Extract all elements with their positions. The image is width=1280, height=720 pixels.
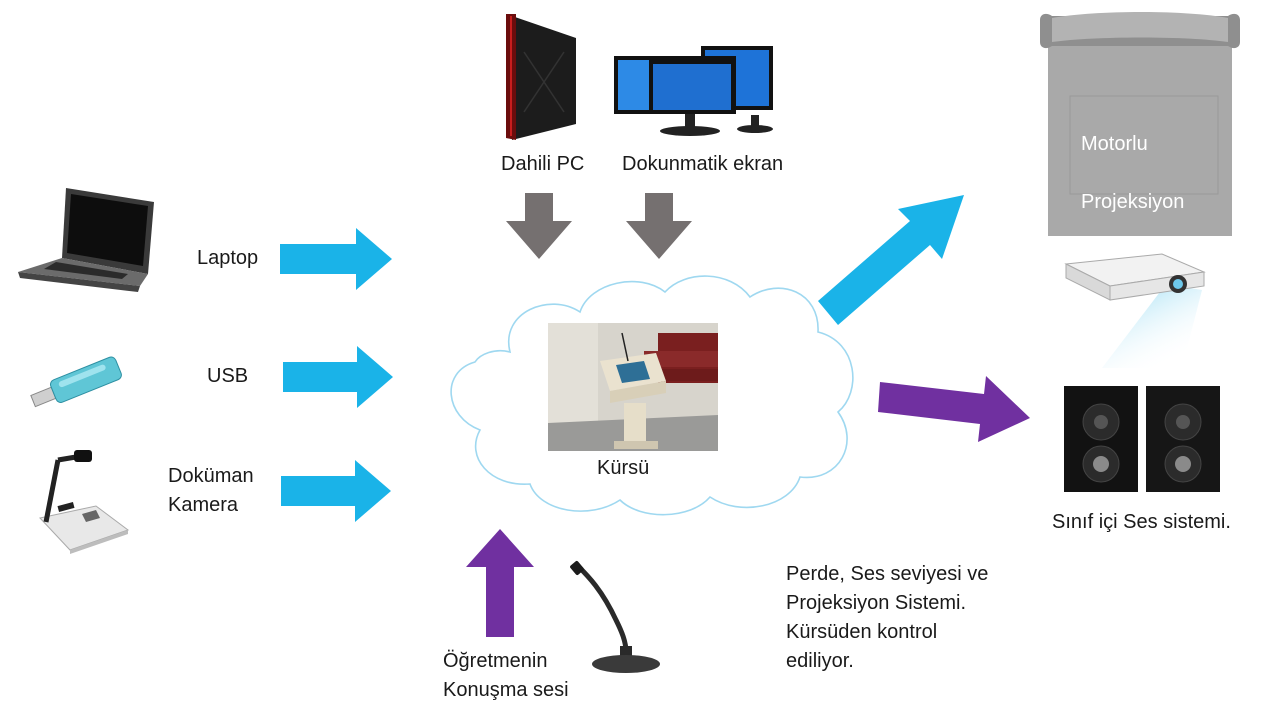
control-note: Perde, Ses seviyesi ve Projeksiyon Siste… xyxy=(786,560,988,676)
control-note-line4: ediliyor. xyxy=(786,650,854,672)
projection-screen-label-line1: Motorlu xyxy=(1081,133,1148,155)
laptop-icon xyxy=(18,188,154,292)
lectern-photo xyxy=(548,323,718,451)
desktop-pc-icon xyxy=(506,14,576,140)
microphone-icon xyxy=(570,561,660,673)
document-camera-label-line1: Doküman xyxy=(168,465,254,487)
speakers-icon xyxy=(1064,386,1220,492)
usb-drive-icon xyxy=(30,356,122,408)
projection-screen-icon xyxy=(1040,12,1240,236)
sound-system-label: Sınıf içi Ses sistemi. xyxy=(1052,511,1231,533)
projector-icon xyxy=(1064,253,1206,368)
document-camera-label: Doküman Kamera xyxy=(168,462,254,520)
lectern-label: Kürsü xyxy=(597,457,650,479)
laptop-label: Laptop xyxy=(197,247,259,269)
internal-pc-label: Dahili PC xyxy=(501,153,585,175)
laptop-input-arrow xyxy=(280,228,392,290)
document-camera-label-line2: Kamera xyxy=(168,494,239,516)
control-note-line2: Projeksiyon Sistemi. xyxy=(786,592,967,614)
teacher-voice-label-line2: Konuşma sesi xyxy=(443,679,569,701)
usb-input-arrow xyxy=(283,346,393,408)
audio-output-arrow xyxy=(878,376,1030,442)
touch-screen-down-arrow xyxy=(626,193,692,259)
control-note-line1: Perde, Ses seviyesi ve xyxy=(786,563,989,585)
teacher-voice-arrow xyxy=(466,529,534,637)
document-camera-input-arrow xyxy=(281,460,391,522)
projector-output-arrow xyxy=(818,195,964,325)
teacher-voice-label-line1: Öğretmenin xyxy=(443,650,548,672)
touch-screen-label: Dokunmatik ekran xyxy=(622,153,784,175)
control-note-line3: Kürsüden kontrol xyxy=(786,621,938,643)
teacher-voice-label: Öğretmenin Konuşma sesi xyxy=(443,647,569,705)
document-camera-icon xyxy=(39,450,130,554)
projection-screen-label-line2: Projeksiyon xyxy=(1081,191,1185,213)
usb-label: USB xyxy=(207,365,249,387)
pc-down-arrow xyxy=(506,193,572,259)
dual-monitor-icon xyxy=(614,46,773,136)
